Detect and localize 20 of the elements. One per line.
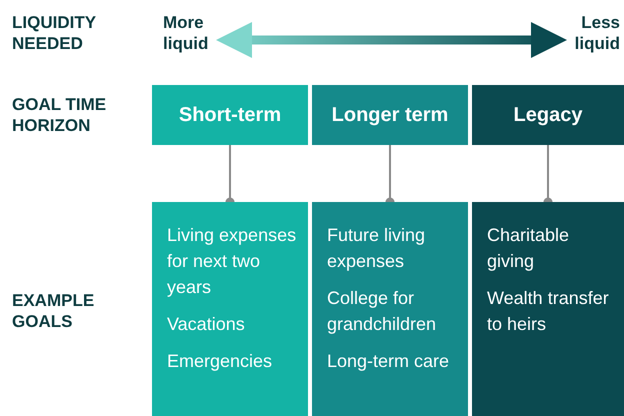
column-header: Legacy xyxy=(472,85,624,145)
goal-text: Vacations xyxy=(167,313,246,336)
goal-text: Wealth transfer to heirs xyxy=(487,287,610,336)
goals-panel xyxy=(312,202,468,416)
goal-text: Charitable giving xyxy=(487,224,570,273)
goal-text: Future living expenses xyxy=(327,224,426,273)
goal-text: Living expenses for next two years xyxy=(167,224,298,299)
goal-text: College for grandchildren xyxy=(327,287,438,336)
scale-label: More liquid xyxy=(163,12,233,56)
row-heading: EXAMPLE GOALS xyxy=(12,290,96,332)
goals-panel xyxy=(472,202,624,416)
goal-text: Long-term care xyxy=(327,350,450,373)
column-header: Longer term xyxy=(312,85,468,145)
scale-label: Less liquid xyxy=(550,12,620,56)
column-header: Short-term xyxy=(152,85,308,145)
goal-text: Emergencies xyxy=(167,350,274,373)
row-heading: GOAL TIME HORIZON xyxy=(12,94,108,136)
double-arrow xyxy=(216,22,567,58)
goals-panel xyxy=(152,202,308,416)
row-heading: LIQUIDITY NEEDED xyxy=(12,12,97,54)
